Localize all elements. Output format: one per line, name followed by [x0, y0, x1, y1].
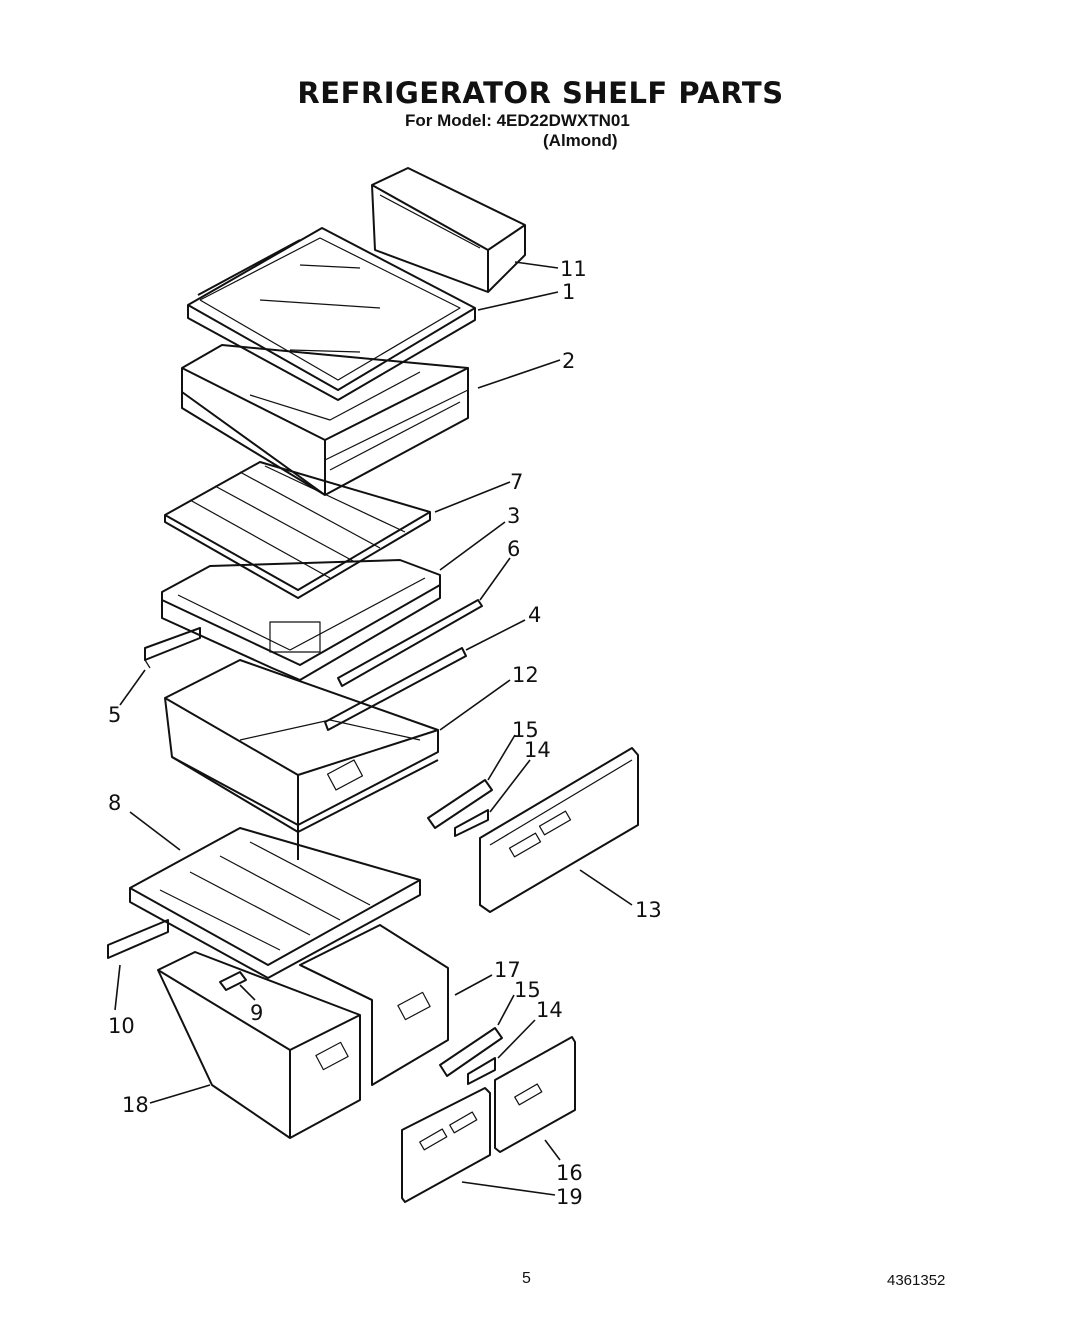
page-title: REFRIGERATOR SHELF PARTS [297, 76, 784, 110]
callout-19: 19 [556, 1185, 583, 1209]
page-number: 5 [522, 1270, 531, 1287]
callout-14-lower: 14 [536, 998, 563, 1022]
part-19-drawer-front [401, 1087, 491, 1203]
part-1-glass-shelf [187, 227, 476, 401]
callout-4: 4 [528, 603, 541, 627]
part-14-slide-lower [467, 1057, 496, 1085]
callout-16: 16 [556, 1161, 583, 1185]
callout-14-upper: 14 [524, 738, 551, 762]
part-15-bracket-upper [427, 779, 493, 829]
callout-5: 5 [108, 703, 121, 727]
part-14-slide-upper [454, 809, 489, 837]
callout-7: 7 [510, 470, 523, 494]
part-10-rail [107, 919, 169, 959]
part-5-rail [144, 627, 201, 669]
part-8-lower-shelf [129, 827, 421, 979]
callout-13: 13 [635, 898, 662, 922]
part-12-pan [164, 659, 439, 860]
part-18-bin [157, 951, 361, 1139]
part-15-bracket-lower [439, 1027, 503, 1077]
document-number: 4361352 [887, 1272, 946, 1289]
callout-8: 8 [108, 791, 121, 815]
color-variant: (Almond) [543, 131, 618, 150]
part-16-drawer-front [494, 1036, 576, 1153]
callout-6: 6 [507, 537, 520, 561]
leader-lines [114, 261, 633, 1196]
callout-2: 2 [562, 349, 575, 373]
callout-10: 10 [108, 1014, 135, 1038]
callout-15-lower: 15 [514, 978, 541, 1002]
part-11-bin [371, 167, 526, 293]
part-4-rail [324, 647, 467, 731]
callout-3: 3 [507, 504, 520, 528]
callout-12: 12 [512, 663, 539, 687]
part-17-bin [299, 924, 449, 1086]
part-7-shelf-insert [164, 461, 431, 599]
callout-1: 1 [562, 280, 575, 304]
part-13-drawer-front [479, 747, 639, 913]
callout-9: 9 [250, 1001, 263, 1025]
callout-17: 17 [494, 958, 521, 982]
model-line: For Model: 4ED22DWXTN01 [405, 111, 630, 130]
callout-18: 18 [122, 1093, 149, 1117]
part-3-shelf-frame [161, 559, 441, 681]
part-9-clip [219, 971, 247, 991]
callout-15-upper: 15 [512, 718, 539, 742]
callouts: 11 1 2 7 3 6 4 5 12 15 14 8 13 10 9 17 1… [108, 257, 662, 1209]
part-6-rail [337, 599, 483, 687]
callout-11: 11 [560, 257, 587, 281]
part-2-pan [181, 344, 469, 496]
